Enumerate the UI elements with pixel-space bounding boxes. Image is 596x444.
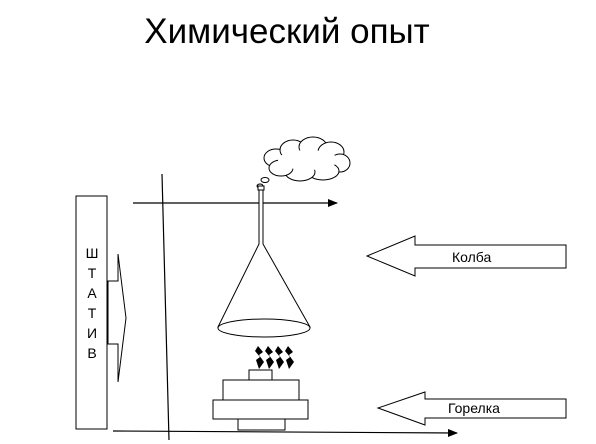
- flame-icon: [255, 346, 294, 369]
- stand-letter: И: [87, 325, 97, 341]
- stand-rod: [161, 173, 170, 441]
- flask-callout: Колба: [365, 235, 567, 277]
- bottom-axis-arrow: [112, 428, 458, 437]
- page-title: Химический опыт: [144, 12, 430, 51]
- flask-callout-label: Колба: [452, 249, 492, 265]
- stand-letter: Т: [88, 265, 97, 281]
- stand-letter: А: [87, 285, 97, 301]
- stand-arrow: [107, 253, 127, 383]
- stand-label: Ш Т А Т И В: [86, 245, 99, 361]
- stand-letter: Т: [88, 305, 97, 321]
- flask: [217, 185, 311, 338]
- stand-box: [75, 195, 108, 430]
- stand-letter: В: [87, 345, 96, 361]
- burner: [212, 369, 309, 431]
- burner-callout: Горелка: [376, 391, 567, 426]
- burner-callout-label: Горелка: [448, 400, 500, 416]
- stand-letter: Ш: [86, 245, 99, 261]
- cloud-icon: [256, 136, 351, 189]
